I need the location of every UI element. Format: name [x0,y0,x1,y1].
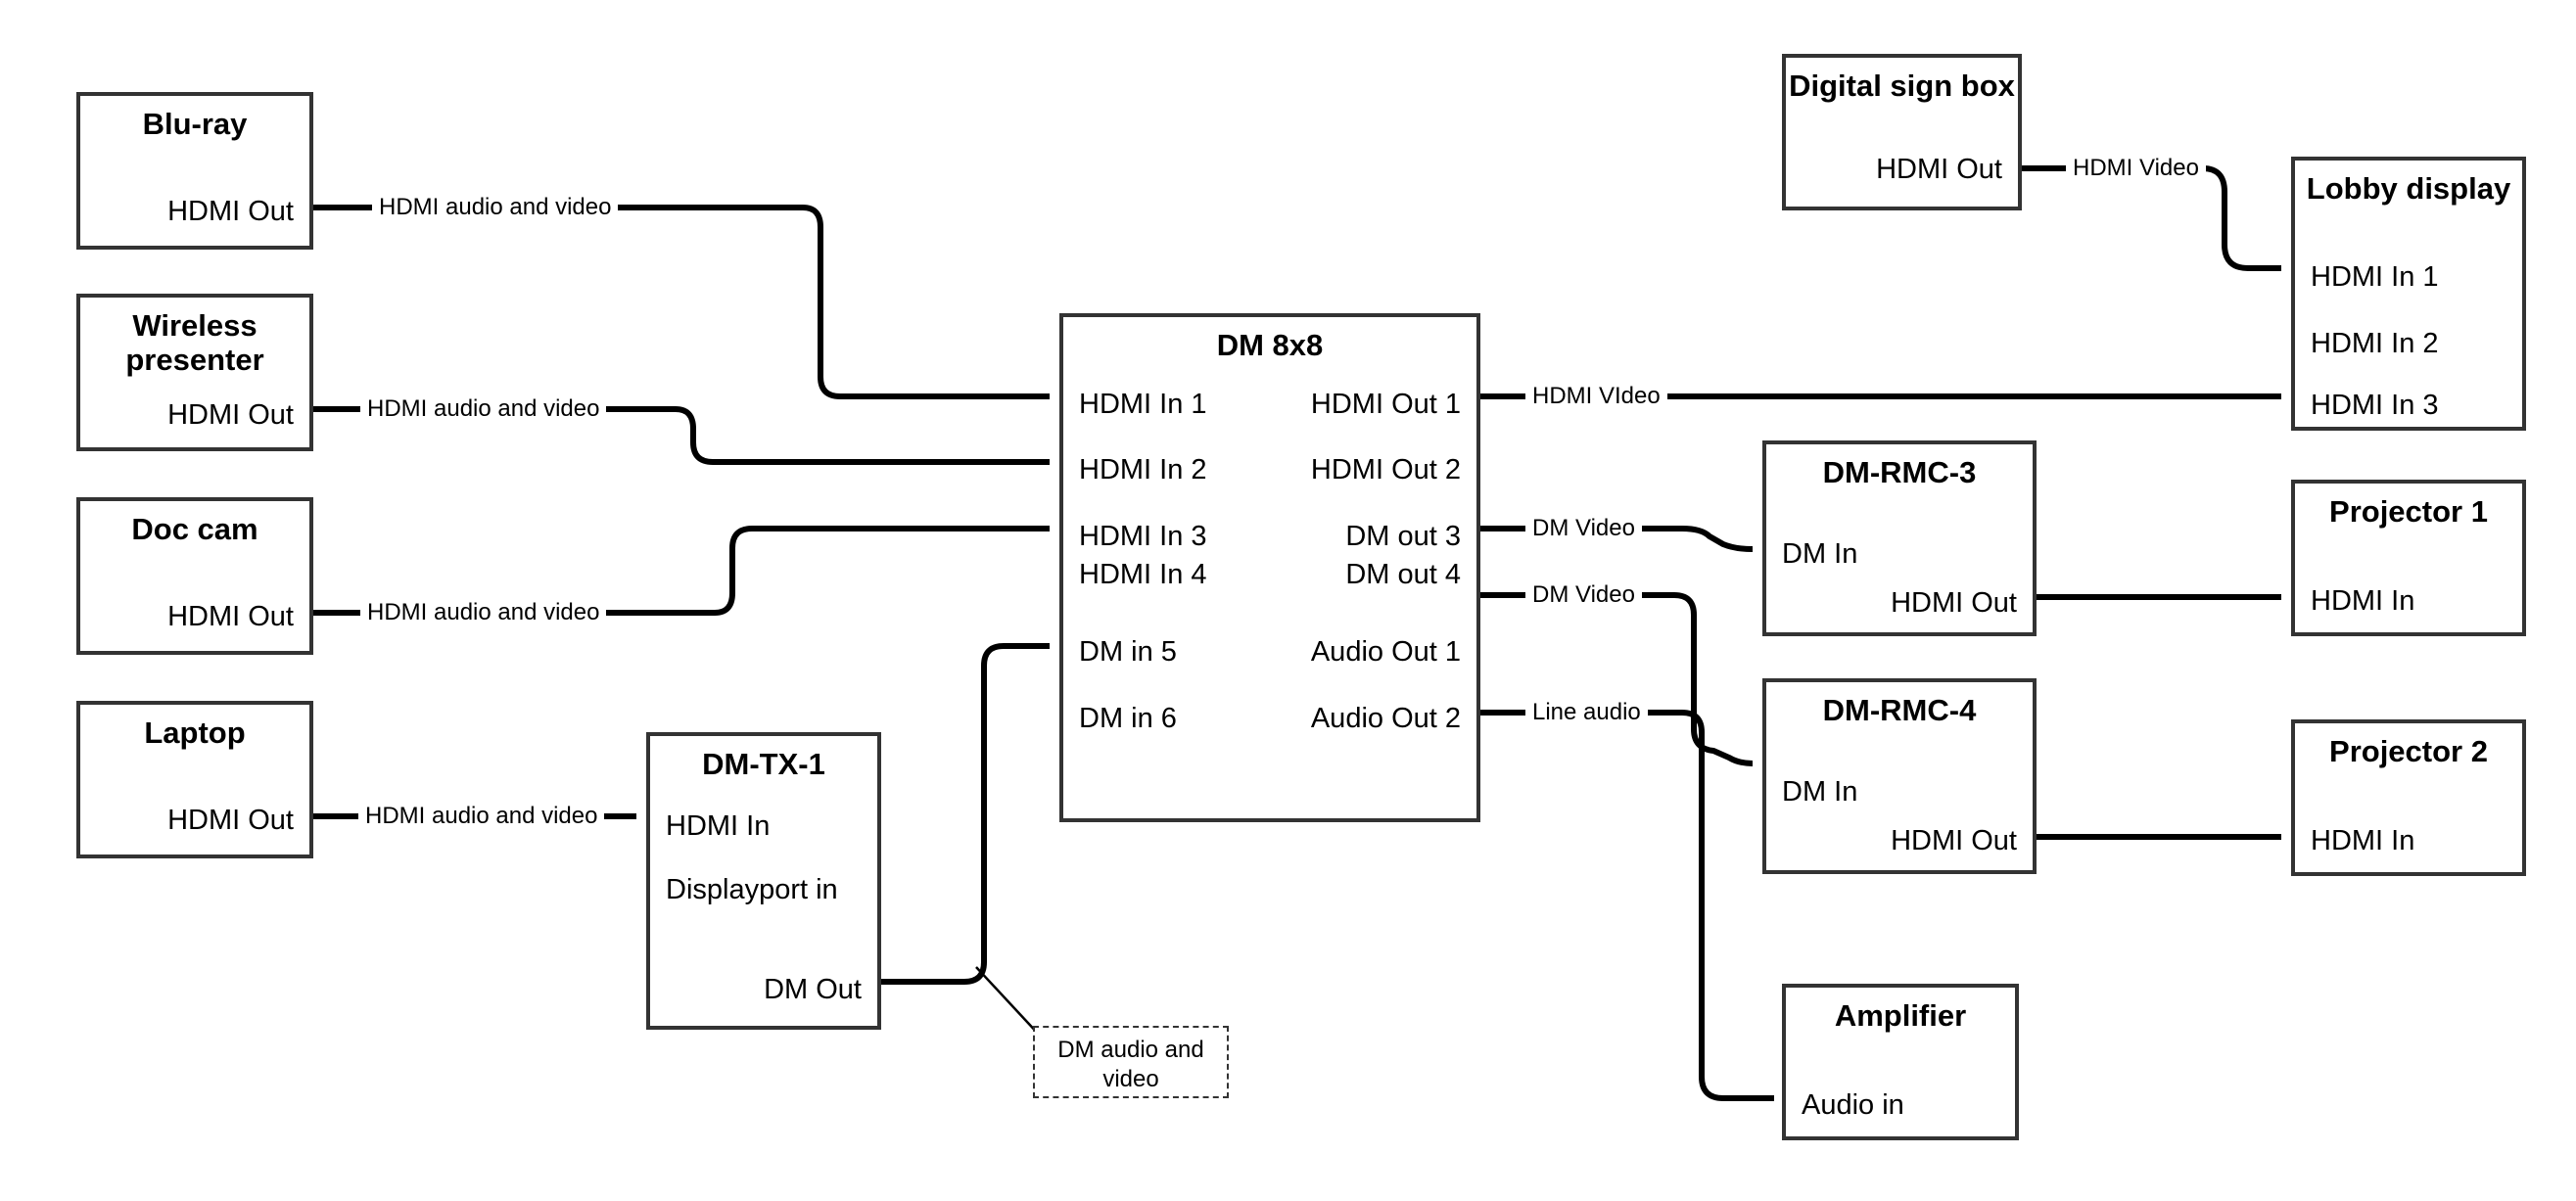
port-hdmi-out[interactable]: HDMI Out [167,601,294,632]
port-hdmi-out[interactable]: HDMI Out [167,399,294,431]
port-hdmi-in-2[interactable]: HDMI In 2 [2311,328,2439,359]
node-bluray[interactable]: Blu-ray HDMI Out [76,92,313,250]
node-title: Digital sign box [1789,69,2015,103]
node-dm-rmc-4[interactable]: DM-RMC-4 DM In HDMI Out [1762,678,2037,874]
callout-dm-audio-video: DM audio and video [1033,1026,1229,1098]
port-hdmi-out[interactable]: HDMI Out [167,805,294,836]
port-dm-out-3[interactable]: DM out 3 [1345,521,1461,552]
node-title: Doc cam [131,512,258,546]
port-hdmi-in-3[interactable]: HDMI In 3 [1079,521,1207,552]
node-title: Amplifier [1834,998,1967,1033]
node-doc-cam[interactable]: Doc cam HDMI Out [76,497,313,655]
node-title: DM-TX-1 [702,747,825,781]
node-title: Projector 1 [2329,494,2488,529]
node-title: Blu-ray [142,107,248,141]
port-dm-in[interactable]: DM In [1782,538,1858,570]
node-title: DM-RMC-3 [1822,455,1977,489]
port-hdmi-in[interactable]: HDMI In [2311,825,2415,856]
port-hdmi-in-1[interactable]: HDMI In 1 [2311,261,2439,293]
node-title: Wireless presenter [125,308,264,377]
port-displayport-in[interactable]: Displayport in [666,874,838,905]
wire-signbox-to-lobby-in1 [2022,165,2281,271]
node-title: Lobby display [2306,171,2511,206]
node-dm-rmc-3[interactable]: DM-RMC-3 DM In HDMI Out [1762,440,2037,636]
port-audio-out-2[interactable]: Audio Out 2 [1310,703,1461,734]
edge-label-dm-video-4: DM Video [1525,583,1642,607]
port-dm-out[interactable]: DM Out [764,974,862,1005]
port-hdmi-in[interactable]: HDMI In [666,810,771,842]
node-laptop[interactable]: Laptop HDMI Out [76,701,313,858]
edge-label-dm8x8-hdmi-video: HDMI VIdeo [1525,385,1667,408]
port-hdmi-out[interactable]: HDMI Out [1891,825,2017,856]
node-title: DM-RMC-4 [1822,693,1977,727]
port-audio-in[interactable]: Audio in [1802,1089,1904,1121]
wire-doccam-to-dm8x8-in3 [313,526,1050,616]
wire-wireless-to-dm8x8-in2 [313,406,1050,465]
node-lobby-display[interactable]: Lobby display HDMI In 1 HDMI In 2 HDMI I… [2291,157,2526,431]
edge-label-doccam-hdmi: HDMI audio and video [360,601,607,624]
node-title: DM 8x8 [1216,328,1324,362]
node-wireless-presenter[interactable]: Wireless presenter HDMI Out [76,294,313,451]
node-projector-2[interactable]: Projector 2 HDMI In [2291,719,2526,876]
edge-label-dm-video-3: DM Video [1525,517,1642,540]
port-hdmi-out[interactable]: HDMI Out [167,196,294,227]
port-dm-in[interactable]: DM In [1782,776,1858,808]
port-hdmi-out[interactable]: HDMI Out [1891,587,2017,619]
port-hdmi-in-4[interactable]: HDMI In 4 [1079,559,1207,590]
edge-label-laptop-hdmi: HDMI audio and video [358,805,605,828]
node-title: Projector 2 [2329,734,2488,768]
wire-dm8x8-out4-to-rmc4 [1480,592,1754,766]
port-dm-in-5[interactable]: DM in 5 [1079,636,1177,668]
port-hdmi-out[interactable]: HDMI Out [1876,154,2002,185]
edge-label-signbox-hdmi-video: HDMI Video [2066,157,2206,180]
node-projector-1[interactable]: Projector 1 HDMI In [2291,480,2526,636]
port-hdmi-in[interactable]: HDMI In [2311,585,2415,617]
port-audio-out-1[interactable]: Audio Out 1 [1310,636,1461,668]
node-dm-tx-1[interactable]: DM-TX-1 HDMI In Displayport in DM Out [646,732,881,1030]
port-dm-in-6[interactable]: DM in 6 [1079,703,1177,734]
wire-dmtx1-to-dm8x8-in5 [881,643,1050,985]
node-amplifier[interactable]: Amplifier Audio in [1782,984,2019,1140]
callout-leader-line [975,966,1041,1037]
wire-dm8x8-audio1-to-amp [1480,710,1774,1101]
edge-label-bluray-hdmi: HDMI audio and video [372,196,619,219]
port-hdmi-in-3[interactable]: HDMI In 3 [2311,390,2439,421]
port-hdmi-out-2[interactable]: HDMI Out 2 [1310,454,1461,485]
edge-label-wireless-hdmi: HDMI audio and video [360,397,607,421]
port-hdmi-out-1[interactable]: HDMI Out 1 [1310,389,1461,420]
port-hdmi-in-1[interactable]: HDMI In 1 [1079,389,1207,420]
edge-label-line-audio: Line audio [1525,701,1648,724]
node-digital-sign-box[interactable]: Digital sign box HDMI Out [1782,54,2022,210]
wire-bluray-to-dm8x8-in1 [313,205,1050,399]
port-hdmi-in-2[interactable]: HDMI In 2 [1079,454,1207,485]
node-title: Laptop [144,716,246,750]
port-dm-out-4[interactable]: DM out 4 [1345,559,1461,590]
wire-dm8x8-out3-to-rmc3 [1480,526,1754,552]
node-dm-8x8[interactable]: DM 8x8 HDMI In 1 HDMI In 2 HDMI In 3 HDM… [1059,313,1480,822]
